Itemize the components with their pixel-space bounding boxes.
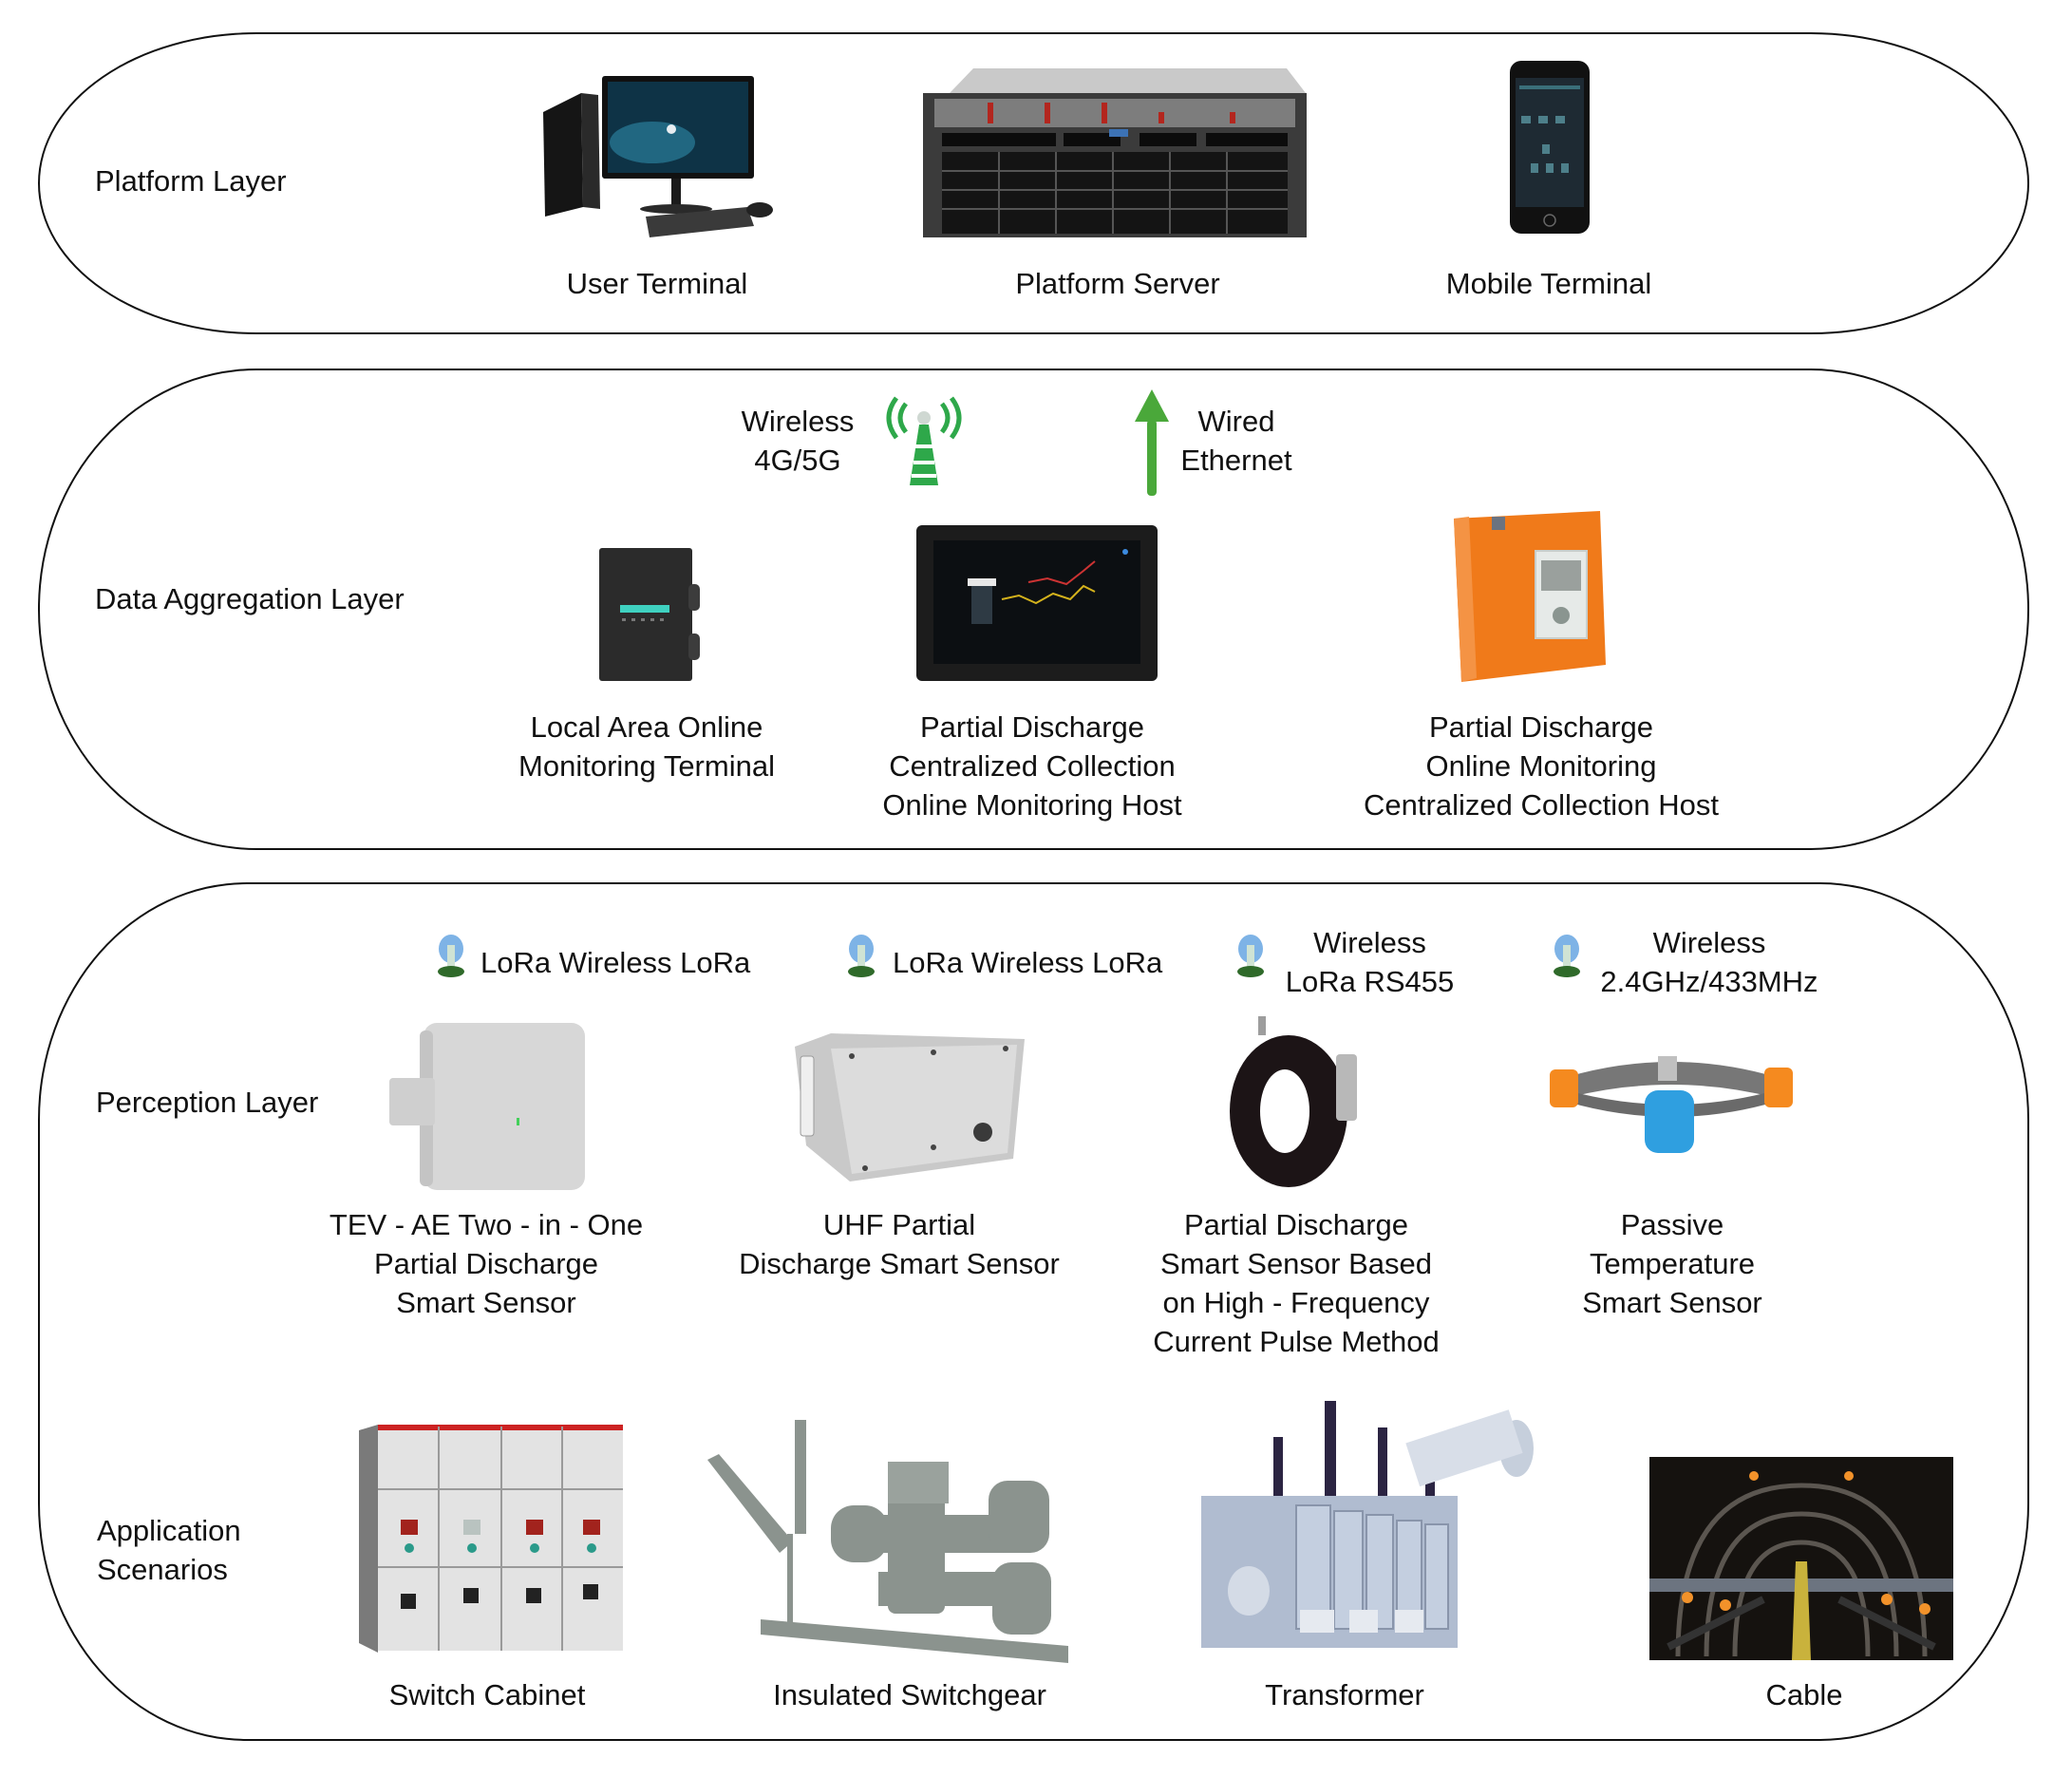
monitoring-terminal-icon xyxy=(595,546,705,684)
touchscreen-host-icon xyxy=(914,523,1159,683)
cell-tower-icon xyxy=(883,394,965,489)
switch-cabinet-label: Switch Cabinet xyxy=(388,1678,586,1711)
hfct-ring-sensor-icon xyxy=(1220,1016,1372,1189)
user-terminal-label: User Terminal xyxy=(566,267,748,300)
temperature-band-sensor-icon xyxy=(1548,1052,1795,1157)
platform-layer-label: Platform Layer xyxy=(95,164,287,198)
wireless-antenna-icon xyxy=(1234,934,1267,979)
smartphone-icon xyxy=(1508,59,1592,236)
wireless-4g5g-label: Wireless 4G/5G xyxy=(741,405,855,477)
pd-centralized-host-label: Partial Discharge Centralized Collection… xyxy=(882,710,1182,822)
tev-ae-sensor-label: TEV - AE Two - in - One Partial Discharg… xyxy=(329,1208,644,1319)
switch-cabinet-icon xyxy=(359,1425,625,1653)
wireless-antenna-icon xyxy=(435,934,467,979)
lora-link-label-1: LoRa Wireless LoRa xyxy=(480,946,751,979)
desktop-computer-icon xyxy=(543,74,781,240)
lora-rs455-link-label: Wireless LoRa RS455 xyxy=(1285,926,1455,998)
rack-server-icon xyxy=(921,66,1309,239)
perception-layer-label: Perception Layer xyxy=(96,1086,319,1119)
hfct-sensor-label: Partial Discharge Smart Sensor Based on … xyxy=(1153,1208,1440,1358)
insulated-switchgear-label: Insulated Switchgear xyxy=(773,1678,1046,1711)
insulated-switchgear-icon xyxy=(707,1420,1078,1667)
application-scenarios-label: Application Scenarios xyxy=(97,1514,241,1586)
data-aggregation-layer-label: Data Aggregation Layer xyxy=(95,582,405,615)
cable-label: Cable xyxy=(1765,1678,1843,1711)
wireless-antenna-icon xyxy=(845,934,877,979)
wireless-2g4-433mhz-link-label: Wireless 2.4GHz/433MHz xyxy=(1600,926,1818,998)
local-area-monitoring-terminal-label: Local Area Online Monitoring Terminal xyxy=(518,710,775,783)
up-arrow-icon xyxy=(1133,389,1171,499)
cable-tunnel-icon xyxy=(1649,1457,1953,1660)
orange-collection-box-icon xyxy=(1448,511,1611,684)
transformer-icon xyxy=(1182,1382,1534,1657)
uhf-sensor-label: UHF Partial Discharge Smart Sensor xyxy=(739,1208,1060,1280)
lora-link-label-2: LoRa Wireless LoRa xyxy=(893,946,1163,979)
uhf-sensor-icon xyxy=(793,1033,1027,1183)
platform-server-label: Platform Server xyxy=(1015,267,1220,300)
mobile-terminal-label: Mobile Terminal xyxy=(1445,267,1652,300)
temperature-sensor-label: Passive Temperature Smart Sensor xyxy=(1582,1208,1762,1319)
pd-online-monitoring-host-label: Partial Discharge Online Monitoring Cent… xyxy=(1364,710,1719,822)
wired-ethernet-label: Wired Ethernet xyxy=(1180,405,1292,477)
wireless-antenna-icon xyxy=(1551,934,1583,979)
transformer-label: Transformer xyxy=(1265,1678,1424,1711)
tev-ae-sensor-icon xyxy=(387,1021,587,1192)
